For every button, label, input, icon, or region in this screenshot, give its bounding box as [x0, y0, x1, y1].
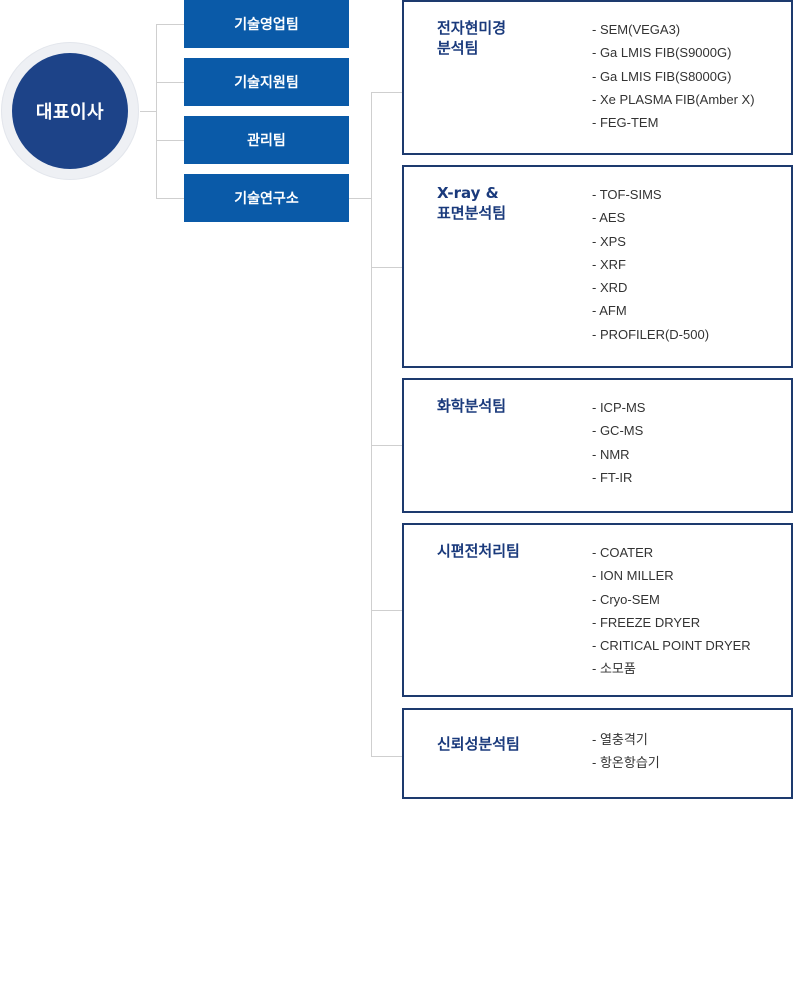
lab-team-electron-microscopy: 전자현미경 분석팀 - SEM(VEGA3) - Ga LMIS FIB(S90…	[402, 0, 793, 155]
lab-team-xray-surface: X-ray & 표면분석팀 - TOF-SIMS - AES - XPS - X…	[402, 165, 793, 368]
connector-box-4	[371, 610, 402, 611]
team-research-lab[interactable]: 기술연구소	[184, 174, 349, 222]
equipment-item: - SEM(VEGA3)	[592, 22, 681, 37]
equipment-item: - FT-IR	[592, 469, 633, 485]
team-admin[interactable]: 관리팀	[184, 116, 349, 164]
connector-teams-vertical	[156, 24, 157, 199]
equipment-item: - ICP-MS	[592, 400, 646, 415]
connector-box-3	[371, 445, 402, 446]
connector-lab-vertical	[371, 92, 372, 756]
lab-team-chemical: 화학분석팀 - ICP-MS - GC-MS - NMR - FT-IR	[402, 378, 793, 513]
lab-team-title: 시편전처리팀	[437, 542, 520, 560]
connector-box-2	[371, 267, 402, 268]
team-sales[interactable]: 기술영업팀	[184, 0, 349, 48]
equipment-item: - GC-MS	[592, 423, 644, 439]
equipment-item: - 항온항습기	[592, 755, 660, 771]
connector-team-3	[156, 140, 184, 141]
connector-team-2	[156, 82, 184, 83]
lab-team-title: 신뢰성분석팀	[437, 735, 520, 753]
lab-team-title: X-ray & 표면분석팀	[437, 184, 507, 222]
connector-box-1	[371, 92, 402, 93]
equipment-list: - COATER - ION MILLER - Cryo-SEM - FREEZ…	[592, 541, 751, 681]
lab-team-title: 전자현미경 분석팀	[437, 19, 507, 57]
equipment-list: - SEM(VEGA3) - Ga LMIS FIB(S9000G) - Ga …	[592, 18, 755, 134]
ceo-node: 대표이사	[12, 53, 128, 169]
lab-team-title: 화학분석팀	[437, 397, 507, 415]
equipment-item: - Ga LMIS FIB(S8000G)	[592, 68, 732, 84]
equipment-item: - AES	[592, 210, 626, 226]
equipment-item: - FEG-TEM	[592, 115, 659, 131]
equipment-item: - FREEZE DRYER	[592, 614, 701, 630]
team-support[interactable]: 기술지원팀	[184, 58, 349, 106]
equipment-item: - NMR	[592, 446, 630, 462]
connector-lab	[349, 198, 371, 199]
connector-ceo	[140, 111, 157, 112]
team-support-label: 기술지원팀	[234, 75, 299, 91]
equipment-item: - 열충격기	[592, 732, 648, 747]
connector-box-5	[371, 756, 402, 757]
equipment-item: - PROFILER(D-500)	[592, 326, 710, 342]
team-sales-label: 기술영업팀	[234, 17, 299, 33]
lab-team-reliability: 신뢰성분석팀 - 열충격기 - 항온항습기	[402, 708, 793, 799]
team-admin-label: 관리팀	[247, 133, 286, 149]
connector-team-1	[156, 24, 184, 25]
team-research-lab-label: 기술연구소	[234, 191, 299, 207]
equipment-item: - CRITICAL POINT DRYER	[592, 638, 751, 654]
equipment-item: - XRF	[592, 256, 626, 272]
lab-team-sample-prep: 시편전처리팀 - COATER - ION MILLER - Cryo-SEM …	[402, 523, 793, 697]
equipment-item: - Xe PLASMA FIB(Amber X)	[592, 91, 755, 107]
equipment-item: - ION MILLER	[592, 568, 674, 584]
equipment-item: - Ga LMIS FIB(S9000G)	[592, 45, 732, 61]
equipment-item: - XRD	[592, 280, 628, 296]
equipment-item: - 소모품	[592, 661, 636, 677]
equipment-list: - TOF-SIMS - AES - XPS - XRF - XRD - AFM…	[592, 183, 709, 346]
equipment-list: - ICP-MS - GC-MS - NMR - FT-IR	[592, 396, 645, 489]
equipment-item: - AFM	[592, 303, 627, 319]
equipment-list: - 열충격기 - 항온항습기	[592, 728, 660, 775]
equipment-item: - XPS	[592, 233, 626, 249]
ceo-label: 대표이사	[35, 102, 105, 123]
equipment-item: - TOF-SIMS	[592, 187, 662, 202]
equipment-item: - Cryo-SEM	[592, 591, 660, 607]
connector-team-4	[156, 198, 184, 199]
equipment-item: - COATER	[592, 545, 654, 560]
